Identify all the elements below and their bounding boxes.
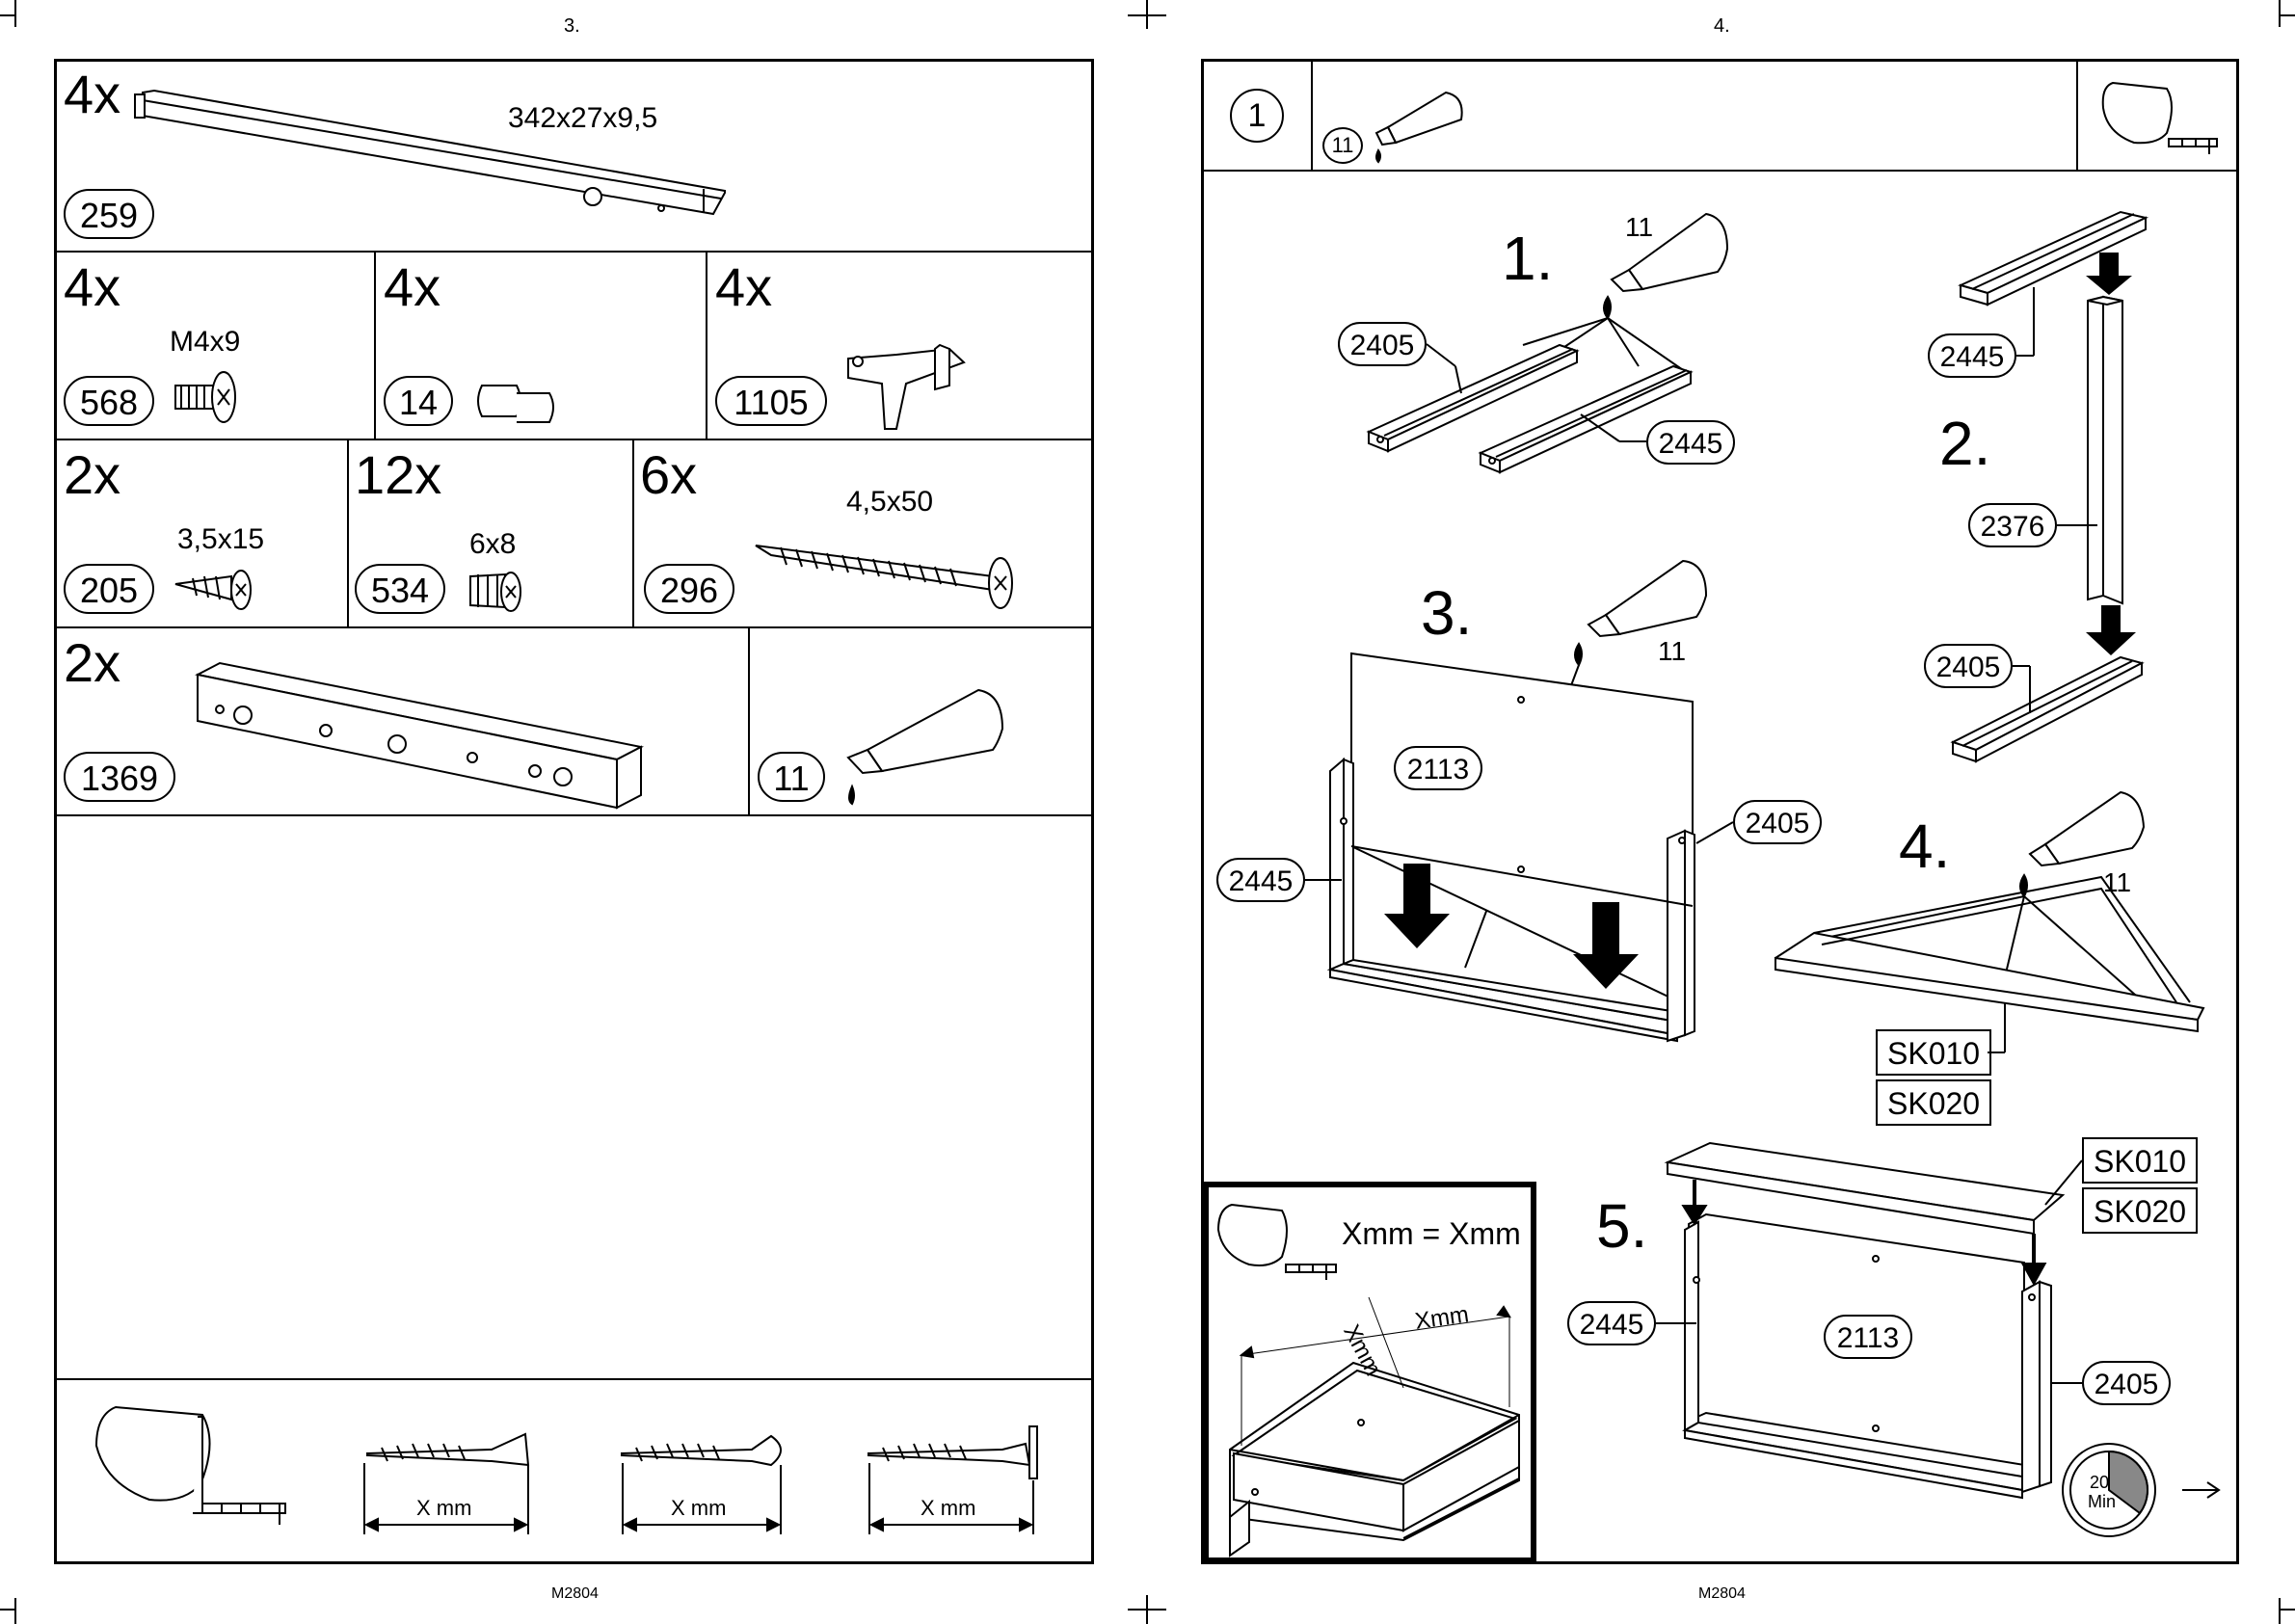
part-code: 534 xyxy=(355,564,445,614)
part-qty: 4x xyxy=(384,260,440,314)
part-dim: 342x27x9,5 xyxy=(508,102,657,135)
part-dim: 4,5x50 xyxy=(846,486,933,519)
part-label: 2445 xyxy=(1567,1301,1656,1345)
part-code: 11 xyxy=(758,752,825,802)
part-label: SK010 xyxy=(2082,1137,2198,1184)
part-label: 2445 xyxy=(1928,333,2016,378)
part-label: 2445 xyxy=(1216,858,1305,902)
step-circle: 1 xyxy=(1230,89,1284,143)
part-dim: 3,5x15 xyxy=(177,523,264,556)
inset-formula: Xmm = Xmm xyxy=(1342,1216,1521,1252)
part-label: 2405 xyxy=(1924,644,2013,688)
page-number-left: 3. xyxy=(564,15,580,38)
step-number: 4. xyxy=(1899,815,1950,877)
page-number-right: 4. xyxy=(1714,15,1730,38)
measure-label: X mm xyxy=(416,1496,471,1521)
part-code: 205 xyxy=(64,564,154,614)
measure-label: X mm xyxy=(921,1496,975,1521)
part-code: 568 xyxy=(64,376,154,426)
glue-label: 11 xyxy=(2103,867,2131,898)
part-label: 2376 xyxy=(1968,503,2057,547)
step-number: 1. xyxy=(1502,227,1553,289)
step-number: 3. xyxy=(1421,582,1472,644)
part-label: 2405 xyxy=(2082,1361,2171,1405)
part-dim: M4x9 xyxy=(170,326,240,359)
part-code: 259 xyxy=(64,189,154,239)
part-label: SK010 xyxy=(1876,1029,1991,1076)
part-code: 296 xyxy=(644,564,734,614)
timer-icon xyxy=(0,0,1,1)
part-qty: 4x xyxy=(715,260,772,314)
measure-label: X mm xyxy=(671,1496,726,1521)
part-qty: 2x xyxy=(64,636,120,690)
part-code: 1105 xyxy=(715,376,827,426)
part-code: 1369 xyxy=(64,752,175,802)
parts-list-frame xyxy=(54,59,1094,1564)
part-qty: 6x xyxy=(640,448,697,502)
part-qty: 2x xyxy=(64,448,120,502)
footer-code-left: M2804 xyxy=(551,1585,599,1603)
part-label: 2113 xyxy=(1824,1315,1912,1359)
part-label: 2405 xyxy=(1733,800,1822,844)
part-qty: 4x xyxy=(64,260,120,314)
part-dim: 6x8 xyxy=(469,528,516,561)
part-label: 2445 xyxy=(1646,420,1735,465)
part-label: 2405 xyxy=(1338,322,1427,366)
timer-value: 20 xyxy=(2090,1473,2109,1493)
part-label: SK020 xyxy=(2082,1187,2198,1234)
part-qty: 4x xyxy=(64,67,120,121)
part-label: 2113 xyxy=(1394,746,1482,790)
part-label: SK020 xyxy=(1876,1079,1991,1126)
glue-code: 11 xyxy=(1322,127,1363,164)
part-qty: 12x xyxy=(355,448,441,502)
step-number: 5. xyxy=(1596,1195,1647,1257)
step-number: 2. xyxy=(1939,413,1990,474)
glue-label: 11 xyxy=(1625,212,1653,243)
glue-label: 11 xyxy=(1658,636,1686,667)
timer-unit: Min xyxy=(2088,1492,2116,1512)
footer-code-right: M2804 xyxy=(1698,1585,1746,1603)
part-code: 14 xyxy=(384,376,453,426)
